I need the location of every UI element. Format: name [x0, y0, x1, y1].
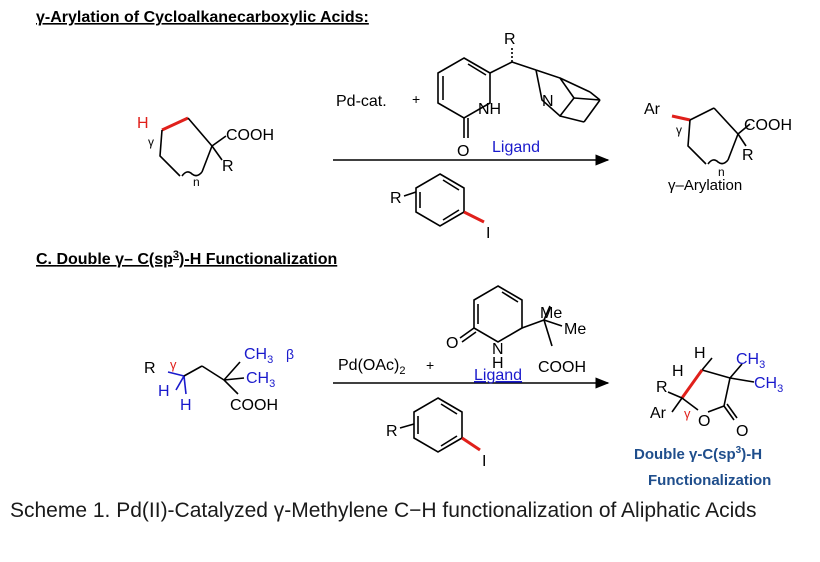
- catalyst-a: Pd-cat.: [336, 93, 387, 110]
- product-c-carbonyl-o: O: [736, 423, 748, 440]
- ligand-a: [437, 48, 601, 138]
- substrate-c-h1: H: [158, 383, 170, 400]
- ligand-c-n: N: [492, 341, 504, 358]
- substrate-c-ch3-mid: CH3: [246, 370, 275, 390]
- ligand-a-nh: NH: [478, 101, 501, 118]
- product-c-ring-o: O: [698, 413, 710, 430]
- ligand-a-r: R: [504, 31, 516, 48]
- catalyst-c: Pd(OAc)2: [338, 357, 405, 377]
- product-a-label: γ–Arylation: [668, 177, 742, 194]
- product-c-label-line1: Double γ-C(sp3)-H: [634, 445, 762, 463]
- product-a-n: n: [718, 165, 725, 179]
- ligand-c: [459, 285, 563, 347]
- aryl-iodide-c: [399, 397, 481, 453]
- ligand-c-h: H: [492, 355, 504, 372]
- product-c-r: R: [656, 379, 668, 396]
- section-a: γ-Arylation of Cycloalkanecarboxylic Aci…: [36, 9, 792, 242]
- product-a-ar: Ar: [644, 101, 661, 118]
- substrate-c-cooh: COOH: [230, 397, 278, 414]
- section-c: C. Double γ– C(sp3)-H Functionalization …: [36, 249, 783, 489]
- substrate-c-r: R: [144, 360, 156, 377]
- scheme-caption: Scheme 1. Pd(II)-Catalyzed γ-Methylene C…: [10, 499, 757, 522]
- section-a-title: γ-Arylation of Cycloalkanecarboxylic Aci…: [36, 9, 369, 26]
- ligand-a-o: O: [457, 143, 469, 160]
- substrate-c-h2: H: [180, 397, 192, 414]
- product-a: [671, 107, 751, 165]
- substrate-c-beta: β: [286, 346, 294, 362]
- ligand-label-c: Ligand: [474, 367, 522, 384]
- product-c-gamma: γ: [684, 406, 691, 421]
- product-c-ch3-1: CH3: [736, 351, 765, 371]
- substrate-a-gamma: γ: [148, 135, 154, 149]
- ligand-c-me2: Me: [564, 321, 586, 338]
- substrate-c-ch3-top: CH3: [244, 346, 273, 366]
- product-c-ch3-2: CH3: [754, 375, 783, 395]
- aryl-c-i: I: [482, 453, 486, 470]
- product-c-h-mid: H: [672, 363, 684, 380]
- aryl-a-r: R: [390, 190, 402, 207]
- ligand-c-o: O: [446, 335, 458, 352]
- ligand-c-cooh: COOH: [538, 359, 586, 376]
- ligand-label-a: Ligand: [492, 139, 540, 156]
- substrate-c: [167, 361, 245, 395]
- substrate-a-n: n: [193, 175, 200, 189]
- substrate-a: [159, 116, 227, 177]
- substrate-c-gamma: γ: [170, 357, 177, 372]
- ligand-c-me1: Me: [540, 305, 562, 322]
- section-c-title: C. Double γ– C(sp3)-H Functionalization: [36, 249, 337, 268]
- substrate-a-cooh: COOH: [226, 127, 274, 144]
- plus-a: +: [412, 91, 420, 107]
- product-a-cooh: COOH: [744, 117, 792, 134]
- product-c-h-top: H: [694, 345, 706, 362]
- product-c-ar: Ar: [650, 405, 667, 422]
- ligand-a-n: N: [542, 93, 554, 110]
- aryl-iodide-a: [403, 173, 485, 227]
- product-a-gamma: γ: [676, 123, 682, 137]
- plus-c: +: [426, 357, 434, 373]
- substrate-a-r: R: [222, 158, 234, 175]
- product-a-r: R: [742, 147, 754, 164]
- substrate-a-h: H: [137, 115, 149, 132]
- aryl-c-r: R: [386, 423, 398, 440]
- aryl-a-i: I: [486, 225, 490, 242]
- scheme-svg: γ-Arylation of Cycloalkanecarboxylic Aci…: [36, 9, 792, 489]
- product-c-label-line2: Functionalization: [648, 472, 771, 489]
- product-c: [667, 357, 755, 421]
